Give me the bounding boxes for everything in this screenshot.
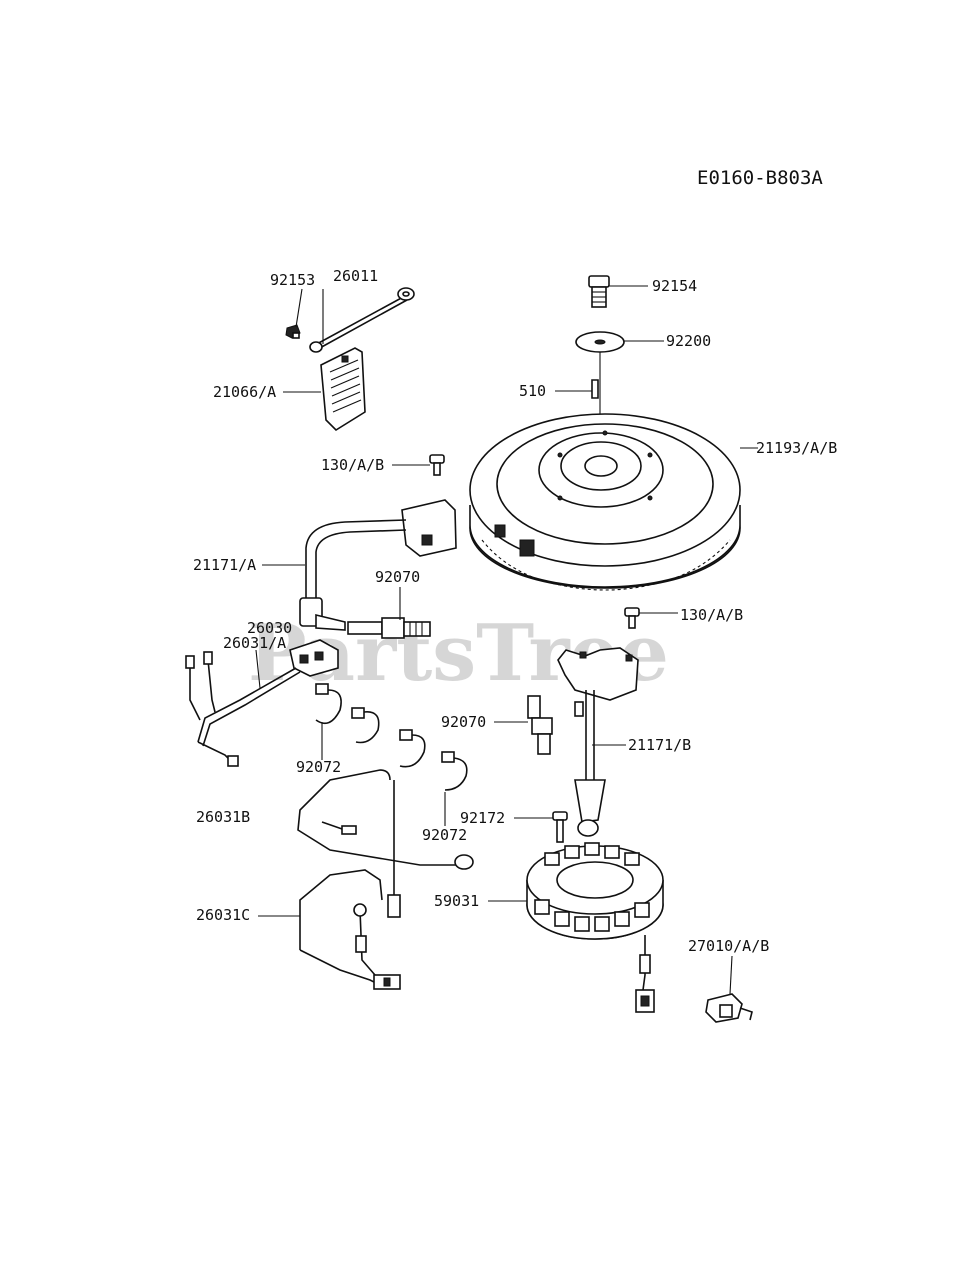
part-92070-spark-plug-b[interactable] bbox=[527, 695, 553, 755]
part-130-screw-upper[interactable] bbox=[429, 454, 445, 476]
part-92172-screw[interactable] bbox=[552, 811, 568, 843]
part-26031c-harness[interactable] bbox=[299, 869, 401, 990]
label-21066-a: 21066/A bbox=[213, 383, 276, 401]
part-92154-bolt[interactable] bbox=[588, 275, 610, 308]
label-510: 510 bbox=[519, 382, 546, 400]
label-130-a-b-lower: 130/A/B bbox=[680, 606, 743, 624]
label-26030: 26030 bbox=[247, 619, 292, 637]
label-21171-b: 21171/B bbox=[628, 736, 691, 754]
label-92072-b: 92072 bbox=[422, 826, 467, 844]
part-26030-harness[interactable] bbox=[185, 639, 339, 767]
label-92172: 92172 bbox=[460, 809, 505, 827]
part-92072-clamp-1[interactable] bbox=[315, 683, 342, 725]
label-21193-a-b: 21193/A/B bbox=[756, 439, 837, 457]
part-92072-clamp-4[interactable] bbox=[441, 751, 468, 791]
part-92070-spark-plug-a[interactable] bbox=[347, 617, 431, 639]
label-92072-a: 92072 bbox=[296, 758, 341, 776]
part-21066-regulator[interactable] bbox=[320, 347, 366, 432]
label-26011: 26011 bbox=[333, 267, 378, 285]
part-510-key[interactable] bbox=[591, 379, 599, 399]
label-21171-a: 21171/A bbox=[193, 556, 256, 574]
label-59031: 59031 bbox=[434, 892, 479, 910]
label-92154: 92154 bbox=[652, 277, 697, 295]
part-26031b-harness[interactable] bbox=[297, 769, 474, 918]
label-26031b: 26031B bbox=[196, 808, 250, 826]
diagram-code: E0160-B803A bbox=[697, 167, 823, 189]
label-26031c: 26031C bbox=[196, 906, 250, 924]
label-92070-b: 92070 bbox=[441, 713, 486, 731]
part-21193-flywheel[interactable] bbox=[469, 413, 741, 591]
label-92200: 92200 bbox=[666, 332, 711, 350]
label-92153: 92153 bbox=[270, 271, 315, 289]
part-21171-a-ignition-coil[interactable] bbox=[299, 499, 457, 631]
part-27010-oil-switch[interactable] bbox=[705, 993, 753, 1023]
label-26031-a: 26031/A bbox=[223, 634, 286, 652]
label-130-a-b-upper: 130/A/B bbox=[321, 456, 384, 474]
part-92153-screw[interactable] bbox=[285, 324, 301, 339]
label-27010-a-b: 27010/A/B bbox=[688, 937, 769, 955]
part-92200-washer[interactable] bbox=[575, 331, 625, 353]
part-130-screw-lower[interactable] bbox=[624, 607, 640, 629]
part-59031-stator[interactable] bbox=[526, 842, 664, 1013]
part-92072-clamp-2[interactable] bbox=[351, 707, 380, 744]
label-92070-a: 92070 bbox=[375, 568, 420, 586]
part-26011-ground-lead[interactable] bbox=[309, 287, 415, 353]
part-92072-clamp-3[interactable] bbox=[399, 729, 426, 768]
part-21171-b-ignition-coil[interactable] bbox=[557, 647, 639, 837]
